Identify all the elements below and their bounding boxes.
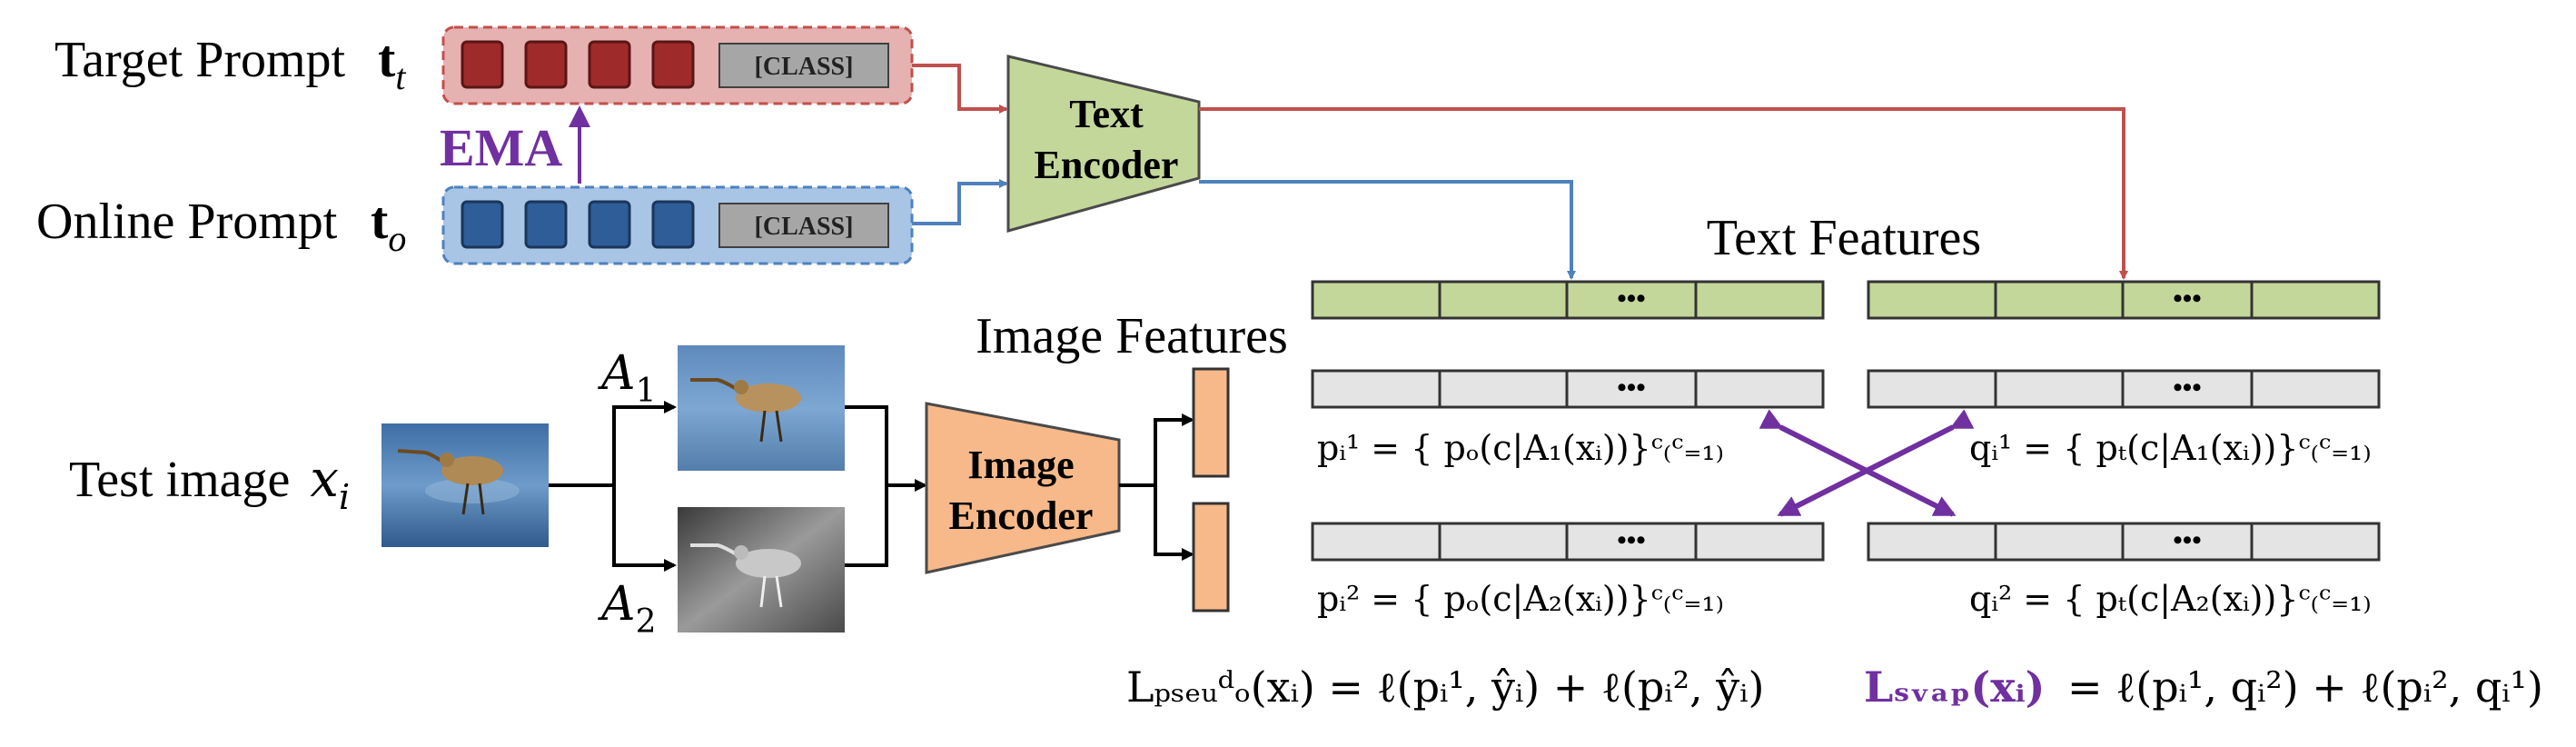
p1-formula: pᵢ¹ = { pₒ(c|A₁(xᵢ))}ᶜ₍ᶜ₌₁₎ bbox=[1317, 428, 1724, 468]
test-image-label: Test image xi bbox=[69, 450, 350, 517]
text-encoder-line1: Text bbox=[1069, 92, 1144, 136]
online-class-token bbox=[718, 203, 889, 248]
q2-bar: ••• bbox=[1867, 522, 2381, 562]
aug2-to-merge-line bbox=[845, 485, 888, 567]
target-token-4 bbox=[651, 40, 695, 89]
augment-a1-label: A1 bbox=[598, 346, 656, 410]
online-to-encoder-arrow bbox=[912, 179, 1008, 225]
encoder-to-target-features-arrow bbox=[1199, 107, 2128, 280]
swap-arrow-q1-p2 bbox=[1777, 409, 1975, 517]
online-token-3 bbox=[588, 200, 631, 249]
text-features-title: Text Features bbox=[1707, 210, 1981, 266]
augmented-image-1 bbox=[678, 345, 845, 471]
target-to-encoder-arrow bbox=[912, 64, 1008, 114]
ellipsis: ••• bbox=[2173, 525, 2202, 555]
text-encoder-shape bbox=[1006, 55, 1201, 233]
target-class-token bbox=[718, 43, 889, 88]
p2-bar: ••• bbox=[1311, 522, 1825, 562]
ellipsis: ••• bbox=[2173, 373, 2202, 403]
online-class-label: [CLASS] bbox=[755, 213, 854, 241]
q2-formula: qᵢ² = { pₜ(c|A₂(xᵢ))}ᶜ₍ᶜ₌₁₎ bbox=[1969, 579, 2372, 619]
swap-loss-formula: Lₛᵥₐₚ(xᵢ) = ℓ(pᵢ¹, qᵢ²) + ℓ(pᵢ², qᵢ¹) bbox=[1864, 662, 2543, 712]
target-token-1 bbox=[461, 40, 504, 89]
image-encoder-line2: Encoder bbox=[949, 493, 1094, 538]
ellipsis: ••• bbox=[1617, 525, 1646, 555]
target-text-feature-bar: ••• bbox=[1867, 280, 2381, 320]
target-class-label: [CLASS] bbox=[755, 53, 854, 81]
p1-bar: ••• bbox=[1311, 369, 1825, 409]
online-text-feature-bar: ••• bbox=[1311, 280, 1825, 320]
image-feature-1-arrow bbox=[1154, 413, 1194, 485]
image-encoder-shape bbox=[925, 402, 1121, 574]
online-prompt-symbol: to bbox=[371, 191, 406, 259]
target-prompt-group: Target Prompt tt [CLASS] bbox=[54, 25, 914, 105]
augment-a2-label: A2 bbox=[598, 577, 656, 641]
target-prompt-label: Target Prompt bbox=[54, 32, 346, 88]
ellipsis: ••• bbox=[1617, 284, 1646, 314]
online-prompt-label: Online Prompt bbox=[36, 194, 338, 250]
ellipsis: ••• bbox=[2173, 284, 2202, 314]
augmented-image-2 bbox=[678, 507, 845, 632]
pseudo-loss-formula: Lₚₛₑᵤᵈₒ(xᵢ) = ℓ(pᵢ¹, ŷᵢ) + ℓ(pᵢ², ŷᵢ) bbox=[1126, 662, 1765, 712]
ema-label: EMA bbox=[440, 118, 562, 177]
encoder-to-online-features-arrow bbox=[1199, 180, 1576, 280]
online-prompt-group: Online Prompt to [CLASS] bbox=[36, 185, 914, 265]
test-image bbox=[381, 423, 549, 547]
image-feature-1 bbox=[1192, 367, 1230, 478]
image-feature-2 bbox=[1192, 502, 1230, 613]
text-encoder-line2: Encoder bbox=[1035, 143, 1179, 187]
q1-bar: ••• bbox=[1867, 369, 2381, 409]
branch-a1-line bbox=[612, 401, 677, 485]
online-token-4 bbox=[651, 200, 695, 249]
p2-formula: pᵢ² = { pₒ(c|A₂(xᵢ))}ᶜ₍ᶜ₌₁₎ bbox=[1317, 579, 1724, 619]
target-token-3 bbox=[588, 40, 631, 89]
online-token-1 bbox=[461, 200, 504, 249]
target-prompt-symbol: tt bbox=[378, 29, 406, 97]
aug1-to-merge-line bbox=[845, 405, 888, 485]
branch-a2-line bbox=[612, 485, 677, 572]
ellipsis: ••• bbox=[1617, 373, 1646, 403]
image-features-title: Image Features bbox=[976, 308, 1288, 364]
q1-formula: qᵢ¹ = { pₜ(c|A₁(xᵢ))}ᶜ₍ᶜ₌₁₎ bbox=[1969, 428, 2372, 468]
online-token-2 bbox=[524, 200, 568, 249]
image-feature-2-arrow bbox=[1154, 485, 1194, 561]
target-token-2 bbox=[524, 40, 568, 89]
image-encoder-line1: Image bbox=[967, 443, 1074, 487]
